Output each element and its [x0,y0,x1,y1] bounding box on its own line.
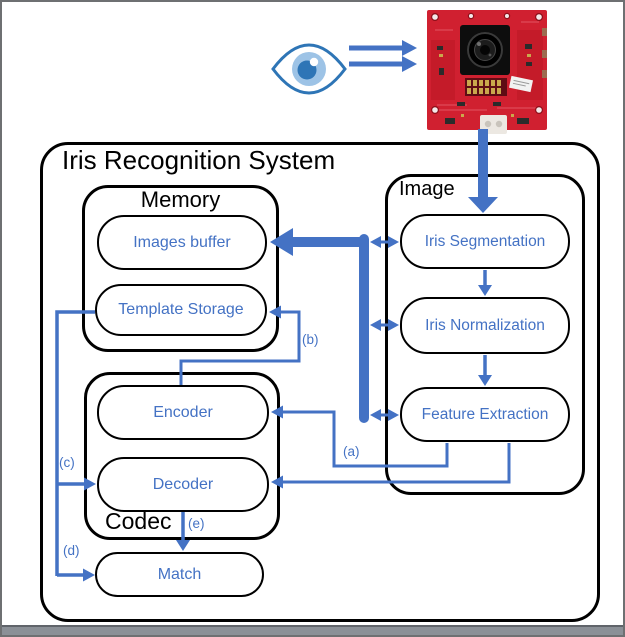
eye-highlight [309,57,319,67]
bottom-connector-tab [480,115,507,134]
codec-group-label: Codec [105,508,172,534]
camera-board-image [427,10,547,134]
page-title: Iris Recognition System [62,145,336,175]
image-group-label: Image [399,178,455,200]
node-feature-extraction: Feature Extraction [400,387,570,442]
node-decoder: Decoder [97,457,269,512]
node-images-buffer: Images buffer [97,215,267,270]
edge-label-b: (b) [302,332,319,347]
node-iris-segmentation: Iris Segmentation [400,214,570,269]
node-iris-normalization: Iris Normalization [400,297,570,354]
mounting-holes [430,12,543,114]
edge-label-d: (d) [63,543,80,558]
node-template-storage: Template Storage [95,284,267,336]
camera-lens [467,32,503,68]
board-label-sticker [508,75,534,93]
iris-recognition-system-box [40,142,600,622]
eye-icon [271,43,347,95]
memory-group-label: Memory [140,187,221,212]
eye-to-camera-arrow-top [349,40,417,56]
edge-label-c: (c) [59,455,75,470]
page-edge-strip [2,625,623,635]
edge-label-e: (e) [188,516,205,531]
node-match: Match [95,552,264,597]
edge-label-a: (a) [343,444,360,459]
eye-to-camera-arrow-bottom [349,56,417,72]
node-encoder: Encoder [97,385,269,440]
